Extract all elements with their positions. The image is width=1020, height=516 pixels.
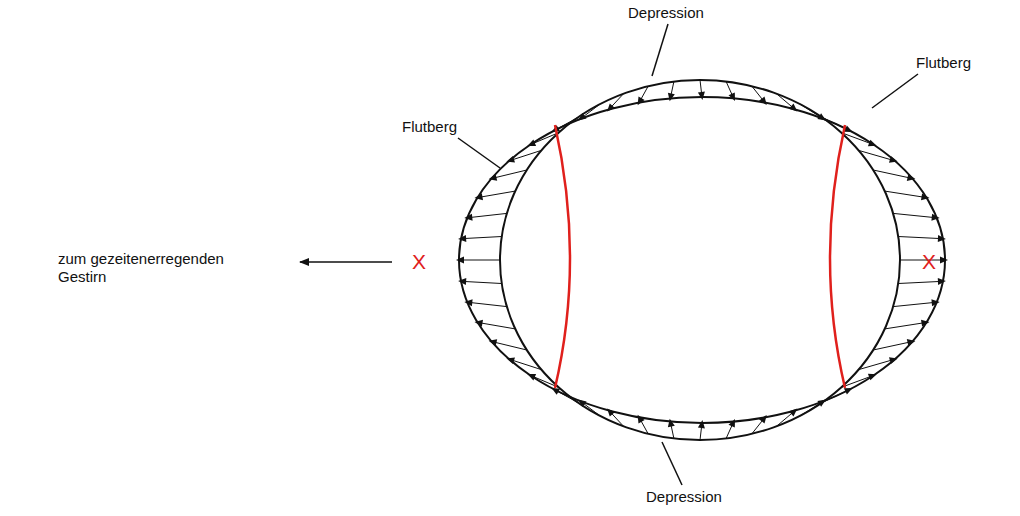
force-arrowhead: [607, 408, 615, 416]
hatch-line: [461, 281, 502, 283]
marker-symbol: X: [922, 251, 936, 273]
hatch-line: [885, 191, 927, 198]
force-arrowhead: [921, 320, 930, 327]
hatch-line: [492, 170, 527, 179]
leader-line: [872, 74, 918, 108]
force-arrowhead: [458, 278, 466, 285]
force-arrowhead: [844, 388, 853, 395]
hatch-line: [492, 342, 527, 351]
force-arrowhead: [607, 103, 615, 111]
region-label: Depression: [628, 4, 704, 22]
force-arrowhead: [489, 339, 498, 346]
force-arrowhead: [456, 257, 464, 264]
hatch-line: [873, 170, 912, 179]
hatch-line: [509, 150, 541, 160]
hatch-line: [893, 213, 937, 217]
force-arrowhead: [506, 156, 515, 163]
hatch-line: [873, 342, 912, 351]
hatch-line: [859, 359, 895, 369]
hatch-line: [459, 260, 500, 261]
force-arrowhead: [817, 113, 826, 120]
force-arrowhead: [638, 415, 645, 424]
force-arrowhead: [907, 339, 916, 346]
force-arrowhead: [578, 113, 587, 121]
direction-arrow: [300, 261, 392, 263]
force-arrowhead: [698, 420, 705, 428]
hatch-line: [467, 302, 507, 306]
hatch-line: [841, 375, 873, 387]
force-arrowhead: [578, 399, 587, 407]
force-arrowhead: [527, 374, 536, 380]
force-arrowhead: [889, 357, 898, 364]
region-label: Flutberg: [402, 118, 457, 136]
force-arrowhead: [475, 320, 484, 327]
hatch-line: [461, 237, 502, 239]
force-arrowhead: [475, 193, 484, 200]
hatch-line: [478, 191, 516, 198]
force-arrowhead: [458, 235, 466, 242]
hatch-line: [467, 213, 507, 217]
marker-symbol: X: [412, 251, 426, 273]
earth-outline: [500, 80, 900, 440]
leader-line: [458, 138, 500, 168]
force-arrowhead: [938, 235, 946, 242]
direction-label: zum gezeitenerregenden Gestirn: [58, 250, 258, 286]
tidal-ellipse: [459, 97, 945, 423]
force-arrowhead: [907, 174, 916, 181]
force-arrowhead: [527, 140, 536, 146]
force-arrowhead: [729, 92, 736, 101]
hatch-line: [841, 133, 873, 145]
force-arrowhead: [789, 104, 797, 112]
force-arrowhead: [668, 93, 675, 102]
force-arrowhead: [938, 278, 946, 285]
hatch-line: [885, 322, 927, 329]
hatch-line: [893, 302, 937, 306]
hatch-line: [509, 359, 541, 369]
force-arrowhead: [889, 156, 898, 163]
force-arrowhead: [931, 214, 939, 221]
force-arrowhead: [668, 419, 675, 428]
force-arrowhead: [817, 400, 826, 407]
red-curve: [555, 125, 570, 388]
region-label: Depression: [646, 488, 722, 506]
hatch-line: [898, 237, 943, 239]
force-arrowhead: [698, 92, 705, 100]
force-arrowhead: [552, 388, 561, 395]
force-arrowhead: [789, 409, 797, 417]
force-arrows: [456, 80, 948, 440]
region-label: Flutberg: [916, 54, 971, 72]
force-arrowhead: [729, 419, 736, 428]
red-curve: [830, 125, 845, 388]
force-arrowhead: [506, 357, 515, 364]
force-arrowhead: [868, 374, 877, 381]
force-arrowhead: [868, 140, 877, 147]
force-arrowhead: [940, 257, 948, 264]
force-arrowhead: [931, 299, 939, 306]
hatch-line: [478, 322, 516, 329]
hatch-line: [859, 150, 895, 160]
leader-line: [662, 442, 682, 485]
force-arrowhead: [464, 299, 472, 306]
force-arrowhead: [489, 174, 498, 181]
leader-line: [652, 24, 668, 76]
force-arrowhead: [464, 214, 472, 221]
force-arrowhead: [638, 97, 645, 106]
force-arrowhead: [759, 415, 767, 423]
force-arrowhead: [759, 97, 767, 105]
hatch-line: [898, 281, 943, 283]
force-arrowhead: [921, 193, 930, 200]
